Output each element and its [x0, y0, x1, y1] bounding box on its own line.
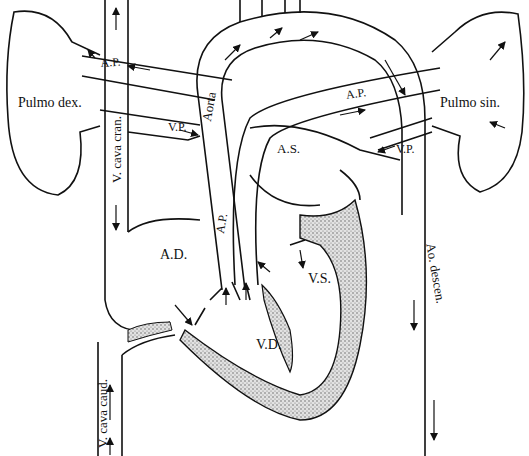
valves	[195, 240, 305, 325]
septum	[262, 285, 293, 372]
aortic-branches	[240, 0, 300, 22]
anatomy-label: A.S.	[277, 142, 300, 156]
flow-arrow	[385, 60, 405, 95]
anatomy-label: V.D.	[256, 338, 281, 352]
flow-arrow	[300, 32, 318, 40]
flow-arrow	[225, 45, 240, 60]
flow-arrow	[378, 146, 395, 152]
flow-arrow	[433, 400, 434, 440]
flow-arrow	[128, 66, 150, 70]
superior-vena-cava	[105, 0, 128, 300]
flow-arrows	[88, 8, 505, 455]
outlines	[7, 0, 524, 456]
anatomy-label: V.P.	[168, 120, 186, 134]
anatomy-label: V. cava caud.	[96, 379, 110, 448]
anatomy-label: V.S.	[308, 272, 331, 286]
anatomy-label: A.P.	[100, 55, 121, 70]
flow-arrow	[490, 122, 505, 128]
anatomy-label: Pulmo dex.	[18, 96, 82, 110]
anatomy-label: A.D.	[160, 248, 187, 262]
flow-arrow	[300, 250, 303, 268]
anatomy-label: Pulmo sin.	[440, 96, 500, 110]
flow-arrow	[88, 50, 95, 58]
flow-arrow	[225, 288, 226, 305]
ra-wall	[128, 322, 172, 342]
anatomy-label: Aorta	[200, 91, 219, 123]
anatomy-label: A.P.	[213, 212, 230, 234]
left-atrium	[250, 126, 400, 206]
flow-arrow	[270, 28, 282, 38]
flow-arrow	[258, 262, 270, 272]
flow-arrow	[115, 8, 116, 30]
left-lung	[432, 12, 524, 192]
myocardium	[180, 200, 366, 420]
anatomy-label: V.P.	[396, 142, 414, 156]
flow-arrow	[340, 110, 365, 115]
anatomy-label: V. cava cran.	[110, 116, 124, 183]
flow-arrow	[175, 305, 192, 325]
flow-arrow	[115, 205, 116, 230]
anatomy-label: A.P.	[345, 85, 367, 102]
flow-arrow	[245, 283, 246, 300]
flow-arrow	[490, 42, 505, 60]
flow-arrow	[413, 300, 414, 330]
anatomy-label: Ao. descen.	[423, 242, 447, 305]
right-lung	[7, 11, 100, 195]
